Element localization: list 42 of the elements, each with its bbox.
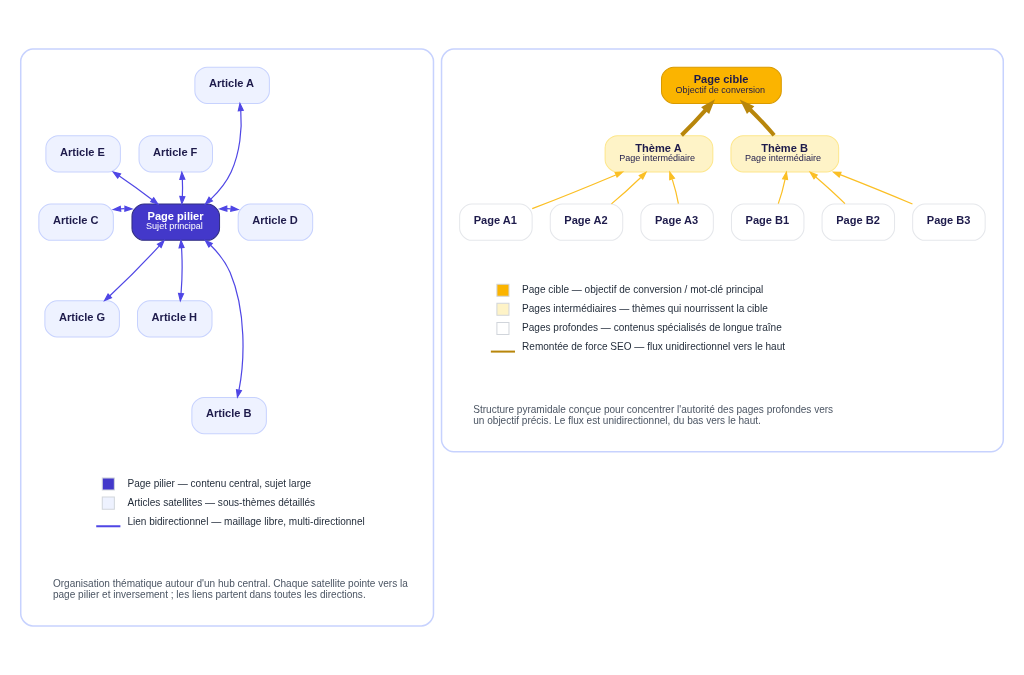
node-box: Article H — [137, 300, 213, 338]
arrow — [669, 170, 679, 205]
label: Organisation thématique autour d'un hub central. Chaque satellite pointe vers la page pilier et inversement ; les liens partent dans toutes les directions. — [52, 577, 408, 600]
legend-label: Page cible — objectif de conversion / mot-clé principal — [522, 283, 764, 295]
node-box: Article B — [191, 396, 267, 435]
arrow — [739, 99, 776, 137]
label: Structure pyramidale conçue pour concentrer l'autorité des pages profondes vers un objectif précis. Le flux est unidirectionnel, du bas vers le haut. — [473, 403, 834, 426]
node-box: Page pilier Sujet principal — [131, 203, 221, 241]
arrow — [204, 239, 244, 399]
legend-label: Page pilier — contenu central, sujet large — [127, 477, 312, 489]
node-box: Article E — [45, 135, 121, 173]
legend-label: Pages profondes — contenus spécialisés de longue traîne — [522, 321, 782, 333]
node-box: Thème A Page intermédiaire — [604, 135, 714, 173]
arrow — [777, 170, 789, 205]
node-box: Page B2 — [821, 203, 896, 241]
node-box: Page B1 — [730, 203, 805, 241]
node-box: Page A2 — [549, 203, 624, 241]
node-box: Page cible Objectif de conversion — [661, 66, 782, 104]
node-box: Page B3 — [912, 203, 986, 241]
arrow — [111, 171, 160, 206]
cluster — [440, 48, 1005, 453]
cluster — [19, 48, 435, 627]
legend-label: Remontée de force SEO — flux unidirectionnel vers le haut — [522, 341, 786, 353]
arrow — [831, 171, 914, 205]
node-box: Article F — [138, 135, 213, 173]
legend-label: Lien bidirectionnel — maillage libre, multi-directionnel — [127, 515, 365, 527]
node-box: Article C — [38, 203, 114, 241]
node-box: Article D — [237, 203, 314, 241]
node-box: Page A1 — [459, 203, 533, 241]
legend-label: Pages intermédiaires — thèmes qui nourrissent la cible — [522, 302, 768, 314]
node-box: Article G — [44, 300, 120, 338]
node-box: Thème B Page intermédiaire — [730, 135, 840, 173]
node-box: Page A3 — [640, 203, 714, 241]
arrow — [610, 170, 648, 205]
arrow — [531, 171, 625, 210]
arrow — [103, 239, 166, 302]
legend-label: Articles satellites — sous-thèmes détaillés — [127, 496, 316, 508]
node-box: Article A — [194, 66, 270, 104]
arrow — [204, 101, 245, 206]
arrow — [808, 171, 846, 205]
arrow — [177, 238, 185, 303]
arrow — [680, 99, 716, 137]
